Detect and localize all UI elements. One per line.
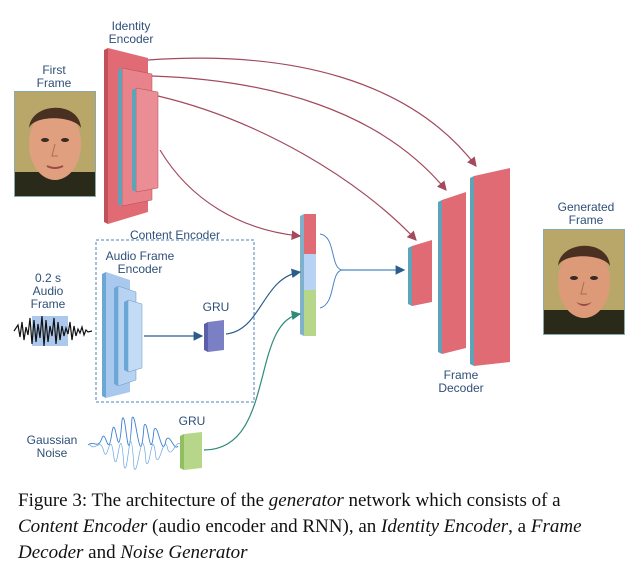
gru-audio-block [204,320,224,352]
identity-encoder-block [104,48,159,224]
generated-frame-image [543,229,625,335]
caption-frame-decoder: Frame Decoder [18,516,582,563]
latent-vector [300,214,316,336]
arrow-noise-to-latent [203,310,302,451]
latent-brace [319,233,343,309]
caption-mid4: and [83,542,121,563]
gaussian-noise-label: Gaussian Noise [20,434,84,460]
audio-frame-encoder-label: Audio Frame Encoder [100,250,180,276]
first-frame-label: First Frame [20,64,88,90]
frame-decoder-label: Frame Decoder [426,369,496,395]
frame-decoder-label-line1: Frame [443,368,479,382]
frame-decoder-block [408,168,510,366]
face-illustration [15,92,95,196]
gru-noise-block [180,432,202,470]
audio-frame-encoder-block [102,272,143,398]
caption-mid3: , a [508,516,531,537]
caption-mid1: network which consists of a [343,490,561,511]
audio-frame-encoder-label-line1: Audio Frame [105,249,175,263]
first-frame-label-line1: First [42,63,66,77]
audio-frame-label: 0.2 s Audio Frame [20,272,76,311]
identity-encoder-label-line2: Encoder [108,32,154,46]
content-encoder-label: Content Encoder [129,228,221,242]
caption-identity-encoder: Identity Encoder [381,516,509,537]
frame-decoder-label-line2: Decoder [438,381,484,395]
identity-encoder-label: Identity Encoder [96,20,166,46]
skip-connection-2 [151,75,447,191]
skip-connection-1 [147,57,477,167]
audio-frame-encoder-label-line2: Encoder [117,262,163,276]
identity-encoder-label-line1: Identity [111,19,151,33]
caption-prefix: Figure 3: The architecture of the [18,490,269,511]
generated-frame-label: Generated Frame [546,201,626,227]
caption-noise-generator: Noise Generator [120,542,248,563]
gaussian-noise-label-line1: Gaussian [26,433,78,447]
generated-frame-label-line1: Generated [557,200,615,214]
first-frame-image [14,91,96,197]
face-illustration [544,230,624,334]
skip-connection-3 [157,95,417,241]
gaussian-noise-label-line2: Noise [36,446,68,460]
first-frame-label-line2: Frame [36,76,72,90]
audio-frame-label-line1: 0.2 s [34,271,61,285]
arrow-gru-to-latent [225,268,302,335]
figure-caption: Figure 3: The architecture of the genera… [18,488,624,566]
gru-noise-label: GRU [178,414,206,428]
caption-mid2: (audio encoder and RNN), an [147,516,382,537]
audio-frame-label-line3: Frame [30,297,66,311]
audio-frame-label-line2: Audio [32,284,64,298]
generated-frame-label-line2: Frame [568,213,604,227]
caption-content-encoder: Content Encoder [18,516,148,537]
noise-waveform [87,416,181,470]
gru-audio-label: GRU [202,300,230,314]
arrow-identity-to-latent [159,149,302,240]
caption-generator: generator [268,490,344,511]
audio-waveform [13,315,93,347]
